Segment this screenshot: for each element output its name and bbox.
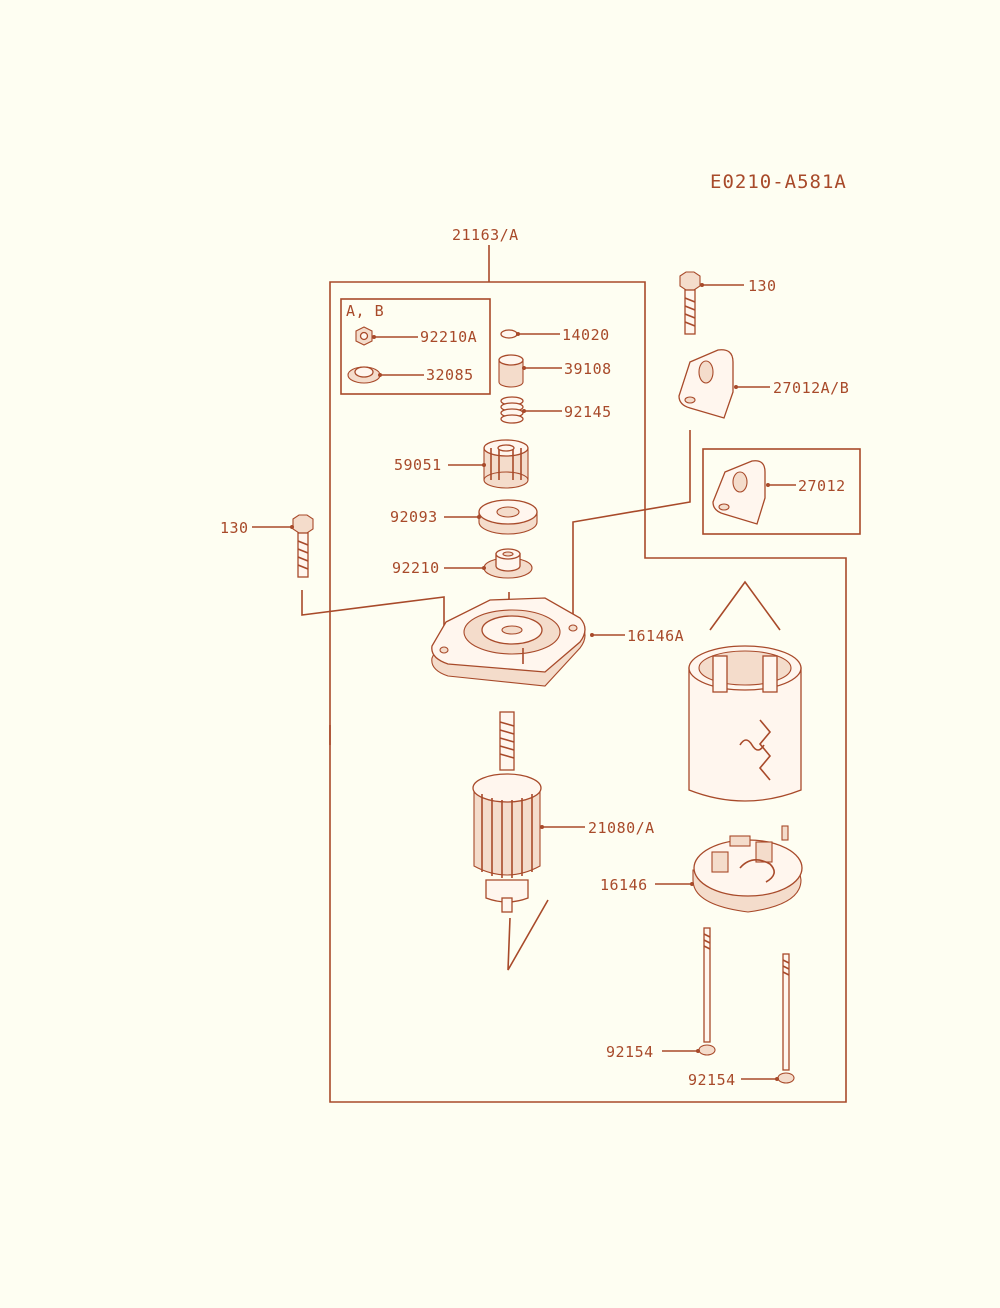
- label-bolt-right: 130: [748, 277, 777, 295]
- washer-92093: 92093: [390, 499, 538, 535]
- label-bracket-ab: 27012A/B: [773, 379, 849, 397]
- diagram-code: E0210-A581A: [710, 171, 847, 193]
- leader-left-bolt: [301, 590, 445, 650]
- yoke-housing: [688, 580, 802, 802]
- bolt-130-right: 130: [679, 271, 777, 335]
- spring-92145: 92145: [500, 396, 612, 424]
- label-rear-cover: 16146: [600, 876, 648, 894]
- label-bolt-left: 130: [220, 519, 249, 537]
- label-front-cover: 16146A: [627, 627, 684, 645]
- label-collar: 39108: [564, 360, 612, 378]
- inset-title: A, B: [346, 302, 384, 320]
- inset-box-27012: 27012: [702, 448, 861, 535]
- through-bolt-92154-1: 92154: [606, 927, 716, 1061]
- armature-21080a: 21080/A: [472, 711, 655, 971]
- label-through-bolt-2: 92154: [688, 1071, 736, 1089]
- label-through-bolt-1: 92154: [606, 1043, 654, 1061]
- rear-cover-16146: 16146: [600, 825, 803, 913]
- leader-right-bolt: [572, 430, 691, 627]
- label-washer-14020: 14020: [562, 326, 610, 344]
- nut-92210: 92210: [392, 548, 533, 579]
- inset-box-ab: A, B 92210A 32085: [340, 298, 491, 395]
- washer-14020: 14020: [500, 326, 610, 344]
- label-pinion: 59051: [394, 456, 442, 474]
- label-nut-92210: 92210: [392, 559, 440, 577]
- pinion-59051: 59051: [394, 439, 529, 489]
- label-armature: 21080/A: [588, 819, 655, 837]
- label-washer-32085: 32085: [426, 366, 474, 384]
- label-bracket: 27012: [798, 477, 846, 495]
- nut-92210a: [355, 326, 373, 346]
- collar-39108: 39108: [498, 354, 612, 388]
- washer-32085: [347, 366, 381, 384]
- label-spring: 92145: [564, 403, 612, 421]
- front-cover-16146a: 16146A: [431, 597, 684, 687]
- assembly-frame: 21163/A: [329, 226, 847, 1103]
- bracket-27012ab: 27012A/B: [678, 349, 849, 419]
- label-nut-a: 92210A: [420, 328, 477, 346]
- bolt-130-left: 130: [220, 514, 314, 578]
- through-bolt-92154-2: 92154: [688, 953, 795, 1089]
- label-washer-92093: 92093: [390, 508, 438, 526]
- label-assembly: 21163/A: [452, 226, 519, 244]
